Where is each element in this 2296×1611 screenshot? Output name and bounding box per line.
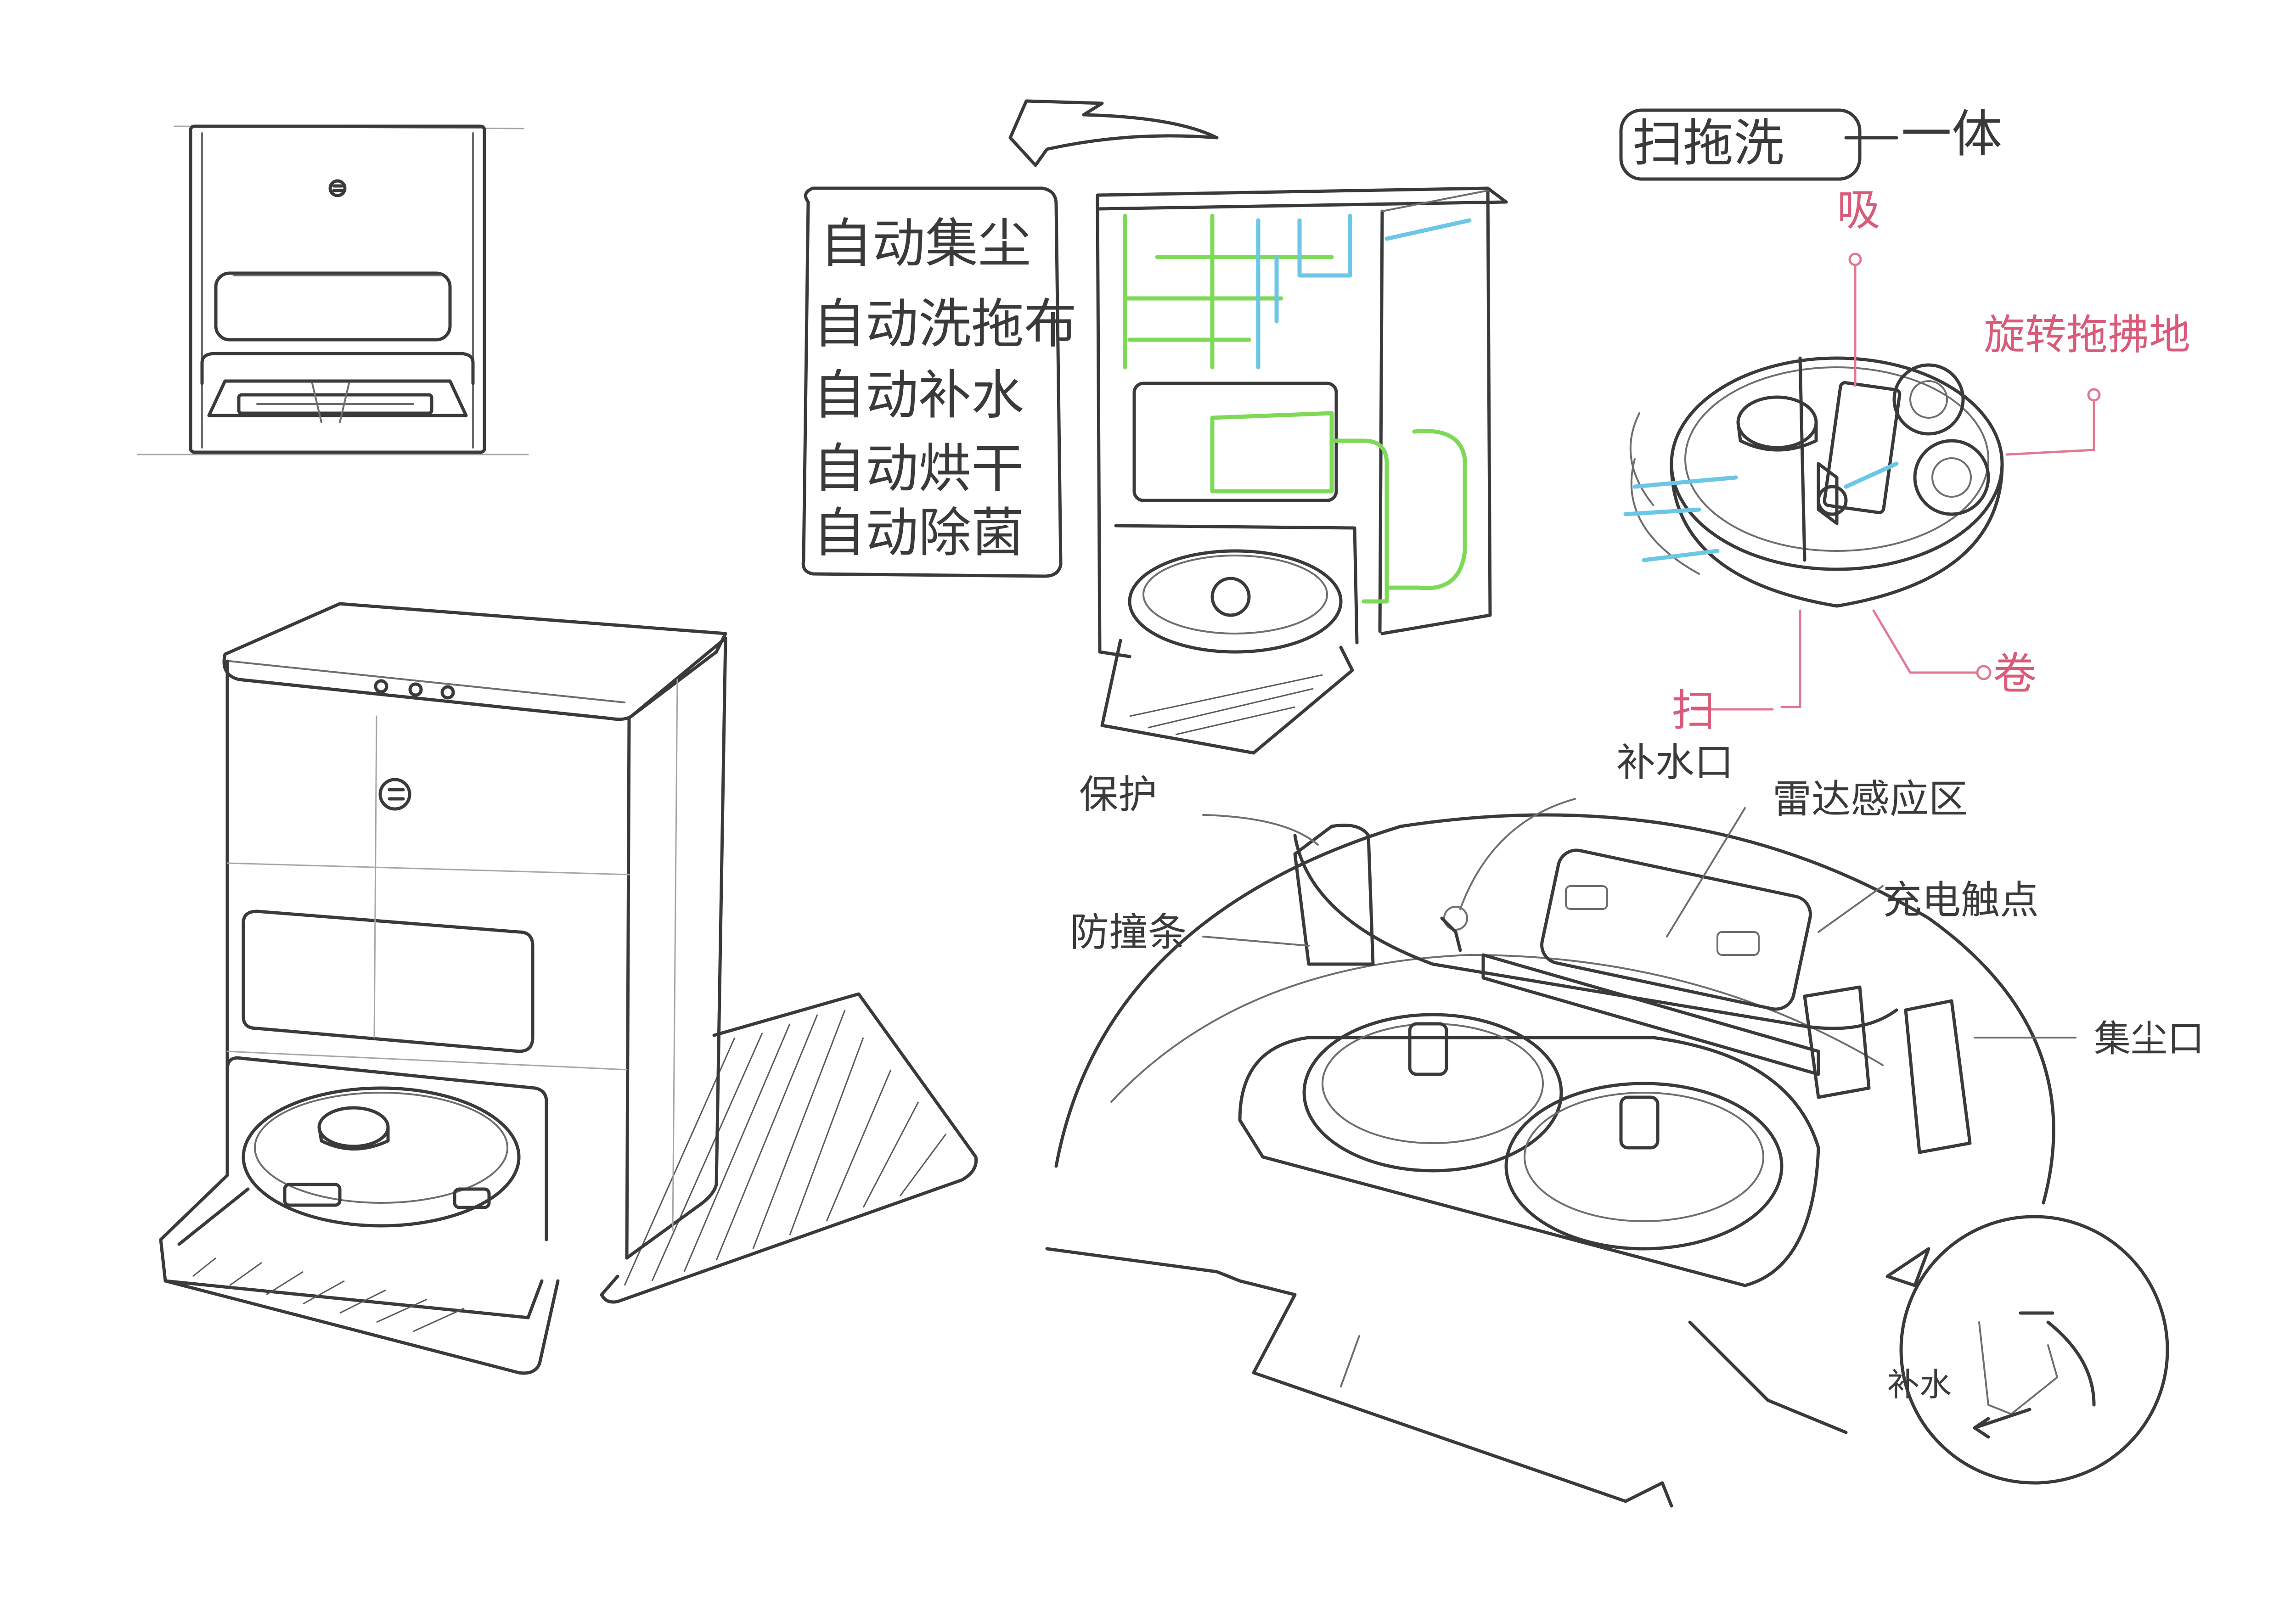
- callout-sweep: 扫: [1671, 685, 1715, 736]
- callout-charge-contacts: 充电触点: [1883, 878, 2039, 923]
- callout-suction: 吸: [1837, 185, 1880, 236]
- feature-item-dust: 自动集尘: [820, 213, 1031, 275]
- robot-title: 扫拖洗: [1632, 114, 1784, 173]
- base-station-perspective: [159, 602, 978, 1375]
- feature-item-mop-wash: 自动洗拖布: [813, 293, 1077, 355]
- dock-callout-lines: [1202, 798, 2077, 1038]
- dock-interior-sketch: [1045, 813, 2055, 1508]
- robot-vacuum-sketch: [1619, 108, 2004, 608]
- feature-item-sterilize: 自动除菌: [813, 502, 1024, 564]
- rotate-arrow-icon: [1008, 99, 1219, 167]
- callout-radar-zone: 雷达感应区: [1773, 777, 1968, 822]
- internal-layout-sketch: [1096, 186, 1508, 755]
- front-view-sketch: [137, 124, 529, 455]
- robot-callout-lines: [1693, 253, 2101, 711]
- callout-rotating-mop: 旋转拖拂地: [1984, 311, 2190, 359]
- callout-bumper: 防撞条: [1070, 910, 1187, 955]
- robot-title-suffix: 一体: [1901, 105, 2002, 163]
- feature-list-box: [801, 186, 1063, 578]
- feature-item-refill: 自动补水: [813, 365, 1024, 426]
- feature-item-dry: 自动烘干: [813, 438, 1024, 500]
- callout-roll: 卷: [1993, 649, 2037, 699]
- callout-water-inlet: 补水口: [1616, 740, 1733, 786]
- callout-dust-port: 集尘口: [2094, 1017, 2204, 1060]
- water-refill-detail: [1885, 1215, 2169, 1485]
- callout-protect: 保护: [1079, 772, 1157, 818]
- detail-water-refill-label: 补水: [1887, 1366, 1952, 1403]
